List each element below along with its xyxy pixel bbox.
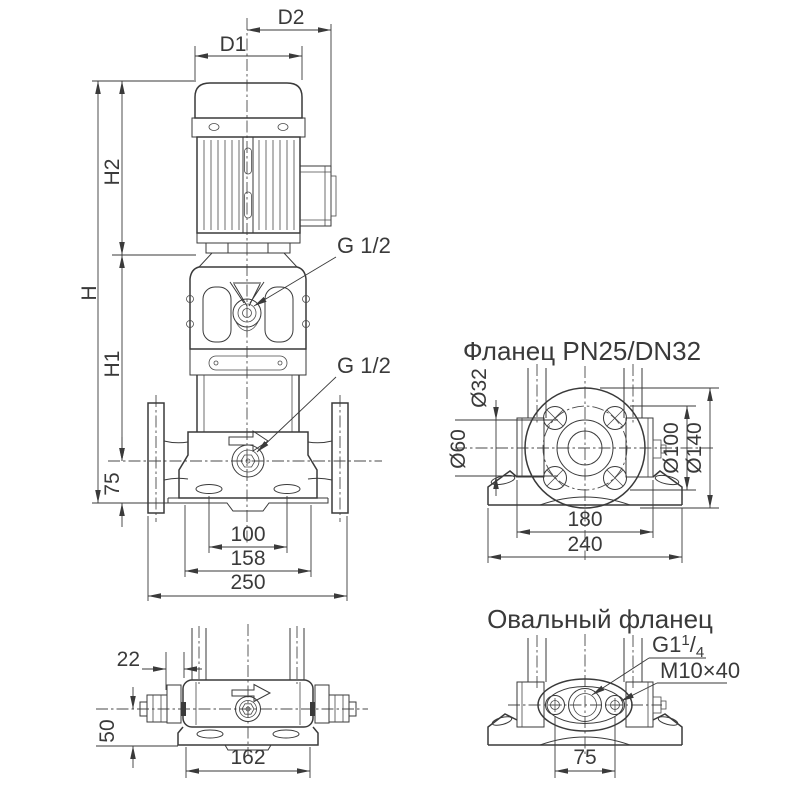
dim-h1: H1	[101, 351, 124, 378]
bolt-holes	[543, 406, 627, 490]
dim-158: 158	[230, 547, 265, 570]
oval-base	[487, 713, 683, 746]
base-foot-slot-left	[195, 484, 223, 494]
dim-h2: H2	[101, 159, 124, 186]
oval-pipes	[516, 638, 667, 728]
hex-nut-right	[328, 694, 350, 723]
dim-75: 75	[101, 472, 124, 495]
motor-body	[196, 136, 301, 234]
motor	[191, 82, 337, 254]
oval-centerlines	[508, 634, 662, 756]
bracket-left	[516, 417, 545, 478]
bottom-body	[139, 679, 357, 751]
motor-slot-lower	[244, 191, 252, 219]
bracket-right	[625, 417, 654, 478]
flow-direction-arrow-bottom	[231, 683, 272, 703]
motor-foot-left	[205, 242, 229, 254]
oval-flange	[537, 678, 633, 732]
oval-bolt-right	[605, 695, 625, 715]
flange-centerlines	[455, 364, 715, 560]
pump-column	[196, 375, 300, 432]
bolt-spec-label: M10×40	[660, 658, 740, 683]
flange-bore-circle	[567, 430, 603, 466]
dim-240: 240	[567, 533, 602, 556]
main-centerlines	[108, 18, 382, 545]
flange-outer-circle	[524, 387, 646, 509]
discharge-flange	[331, 402, 349, 514]
suction-flange	[147, 402, 165, 514]
flow-direction-arrow	[228, 430, 269, 452]
flange-hub-circle	[556, 419, 614, 477]
base-plate	[177, 726, 319, 746]
terminal-box	[299, 165, 332, 227]
oval-view-title: Овальный фланец	[487, 604, 713, 634]
bottom-dimensions: 22 50 162	[96, 648, 311, 778]
fan-cover	[194, 82, 303, 119]
bottom-view: 22 50 162	[96, 624, 368, 778]
dim-d60: Ø60	[447, 429, 470, 469]
side-flange-right	[314, 684, 330, 724]
dim-oval-75: 75	[573, 746, 596, 769]
lantern-window-right	[264, 286, 294, 343]
main-dimensions: D1 D2 H H2 H1 75 100	[78, 6, 348, 601]
oval-bracket-left	[516, 681, 545, 728]
motor-fins	[203, 140, 295, 230]
coupling-guard	[229, 281, 265, 307]
lantern-window-left	[202, 286, 232, 343]
oval-flange-outline	[537, 678, 633, 732]
dim-d100: Ø100	[660, 422, 683, 473]
dim-50: 50	[96, 719, 119, 742]
port-label-mid: G 1/2	[337, 353, 391, 378]
motor-foot-right	[267, 242, 291, 254]
dim-d1: D1	[220, 33, 247, 56]
gasket-left	[181, 702, 186, 716]
main-view: G 1/2 G 1/2 D1 D2 H H2 H1	[78, 6, 391, 601]
pump-head	[186, 252, 310, 376]
nameplate-slot	[208, 355, 288, 371]
oval-flange-view: Овальный фланец	[487, 604, 740, 778]
dim-d2: D2	[278, 6, 305, 29]
dim-162: 162	[230, 746, 265, 769]
dim-d32: Ø32	[468, 368, 491, 408]
port-label-top: G 1/2	[337, 233, 391, 258]
dim-180: 180	[567, 508, 602, 531]
oval-labels: G11/4 M10×40 75	[554, 632, 740, 778]
drain-port	[231, 444, 265, 478]
thread-size-label: G11/4	[652, 632, 704, 661]
gasket-right	[310, 702, 315, 716]
dim-h: H	[78, 285, 101, 300]
oval-bracket-right	[625, 681, 654, 728]
side-flange-left	[166, 684, 182, 724]
flange-view-title: Фланец PN25/DN32	[463, 336, 701, 366]
hex-nut-left	[146, 694, 168, 723]
oval-bolt-left	[545, 695, 565, 715]
bottom-pipes	[191, 628, 305, 680]
dim-22: 22	[117, 648, 140, 671]
main-leaders: G 1/2 G 1/2	[253, 233, 391, 453]
flange-base	[487, 470, 683, 506]
motor-adapter	[197, 252, 299, 268]
flange-view: Фланец PN25/DN32	[447, 336, 719, 563]
lantern-housing	[189, 266, 307, 350]
bolt-circle	[542, 405, 628, 491]
dim-100: 100	[230, 523, 265, 546]
round-flange	[524, 387, 646, 509]
dim-d140: Ø140	[683, 422, 706, 473]
oval-port-circle	[568, 688, 602, 722]
head-band	[189, 348, 307, 376]
base-foot-slot-right	[273, 484, 301, 494]
vent-port	[232, 298, 262, 328]
motor-slot-upper	[244, 147, 252, 175]
flange-pipes	[516, 368, 667, 478]
drain-port-bottom	[235, 696, 261, 722]
motor-bottom-band	[196, 232, 301, 244]
dim-250: 250	[230, 571, 265, 594]
pump-base	[147, 402, 349, 514]
flange-dimensions: Ø32 Ø60 Ø100 Ø140 180	[447, 368, 719, 563]
bedplate	[167, 497, 329, 512]
base-housing	[178, 431, 318, 499]
